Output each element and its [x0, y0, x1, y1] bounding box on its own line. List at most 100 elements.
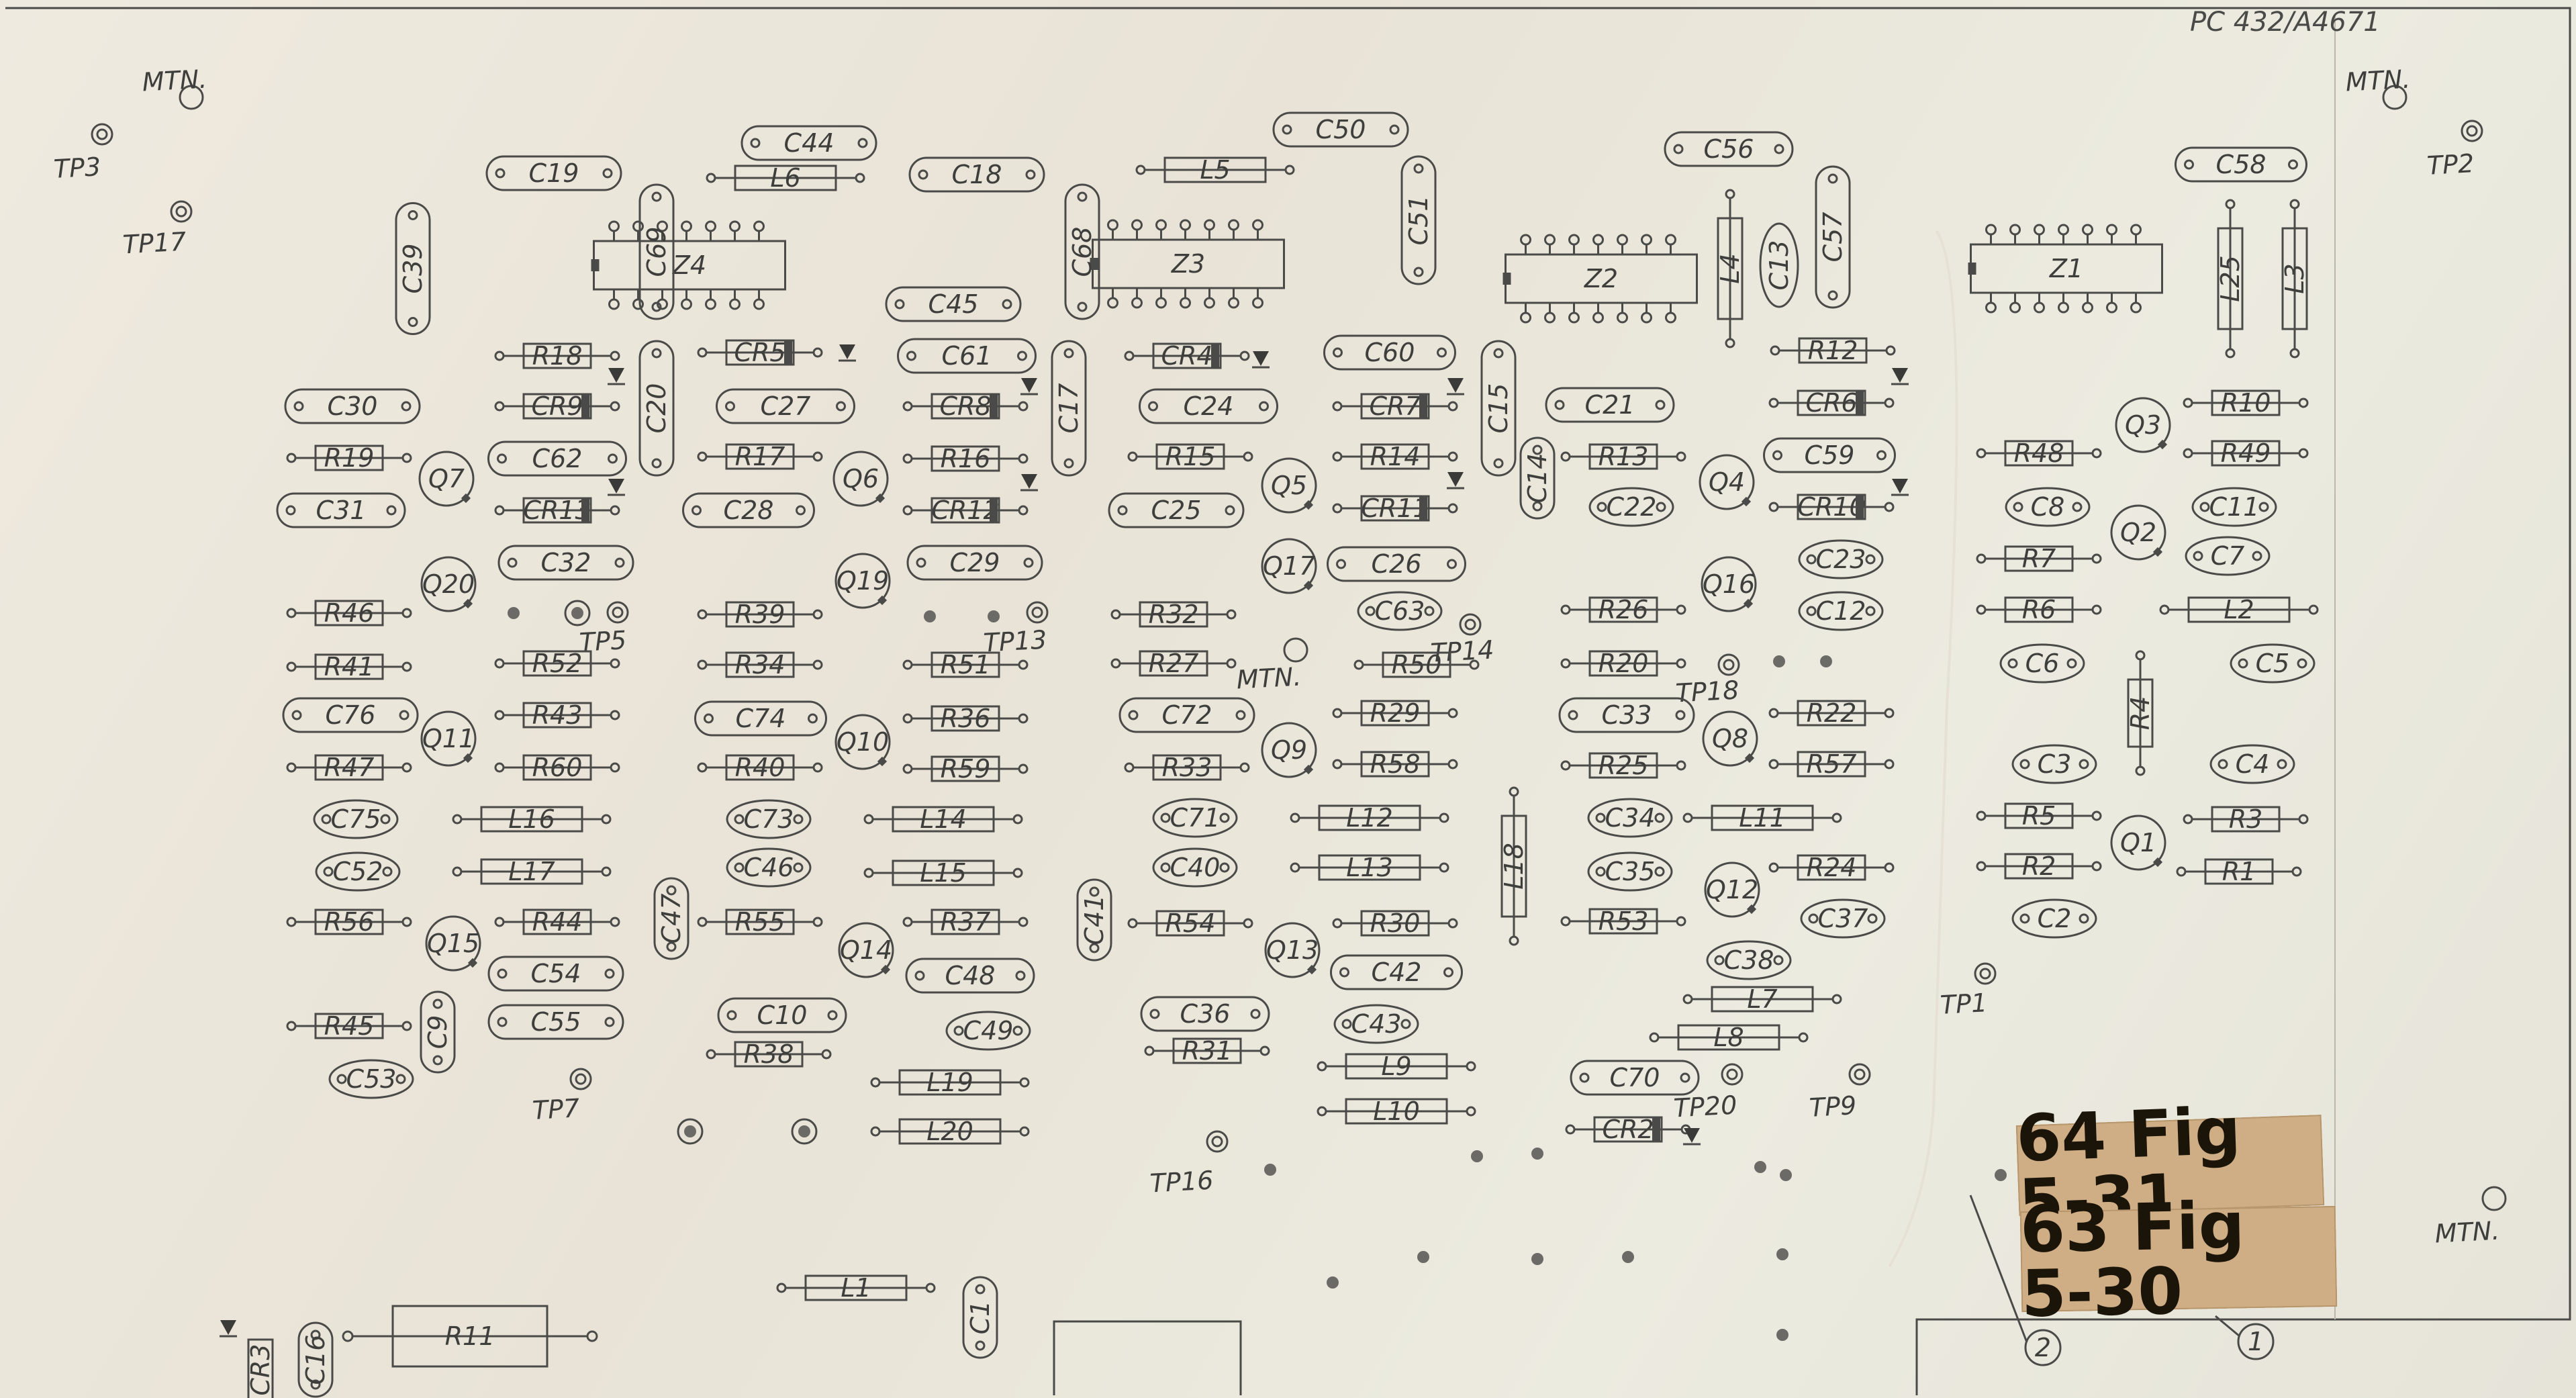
test-point: TP7	[532, 1068, 592, 1125]
diode-symbol-icon	[608, 368, 624, 383]
resistor-label: CR10	[1797, 492, 1865, 522]
capacitor-axial: C50	[1272, 111, 1409, 148]
drawing-number: PC 432/A4671	[2190, 7, 2381, 38]
capacitor-label: C50	[1316, 115, 1366, 144]
resistor-label: L12	[1346, 803, 1393, 833]
transistor-label: Q1	[2120, 828, 2156, 857]
resistor: R52	[494, 649, 620, 678]
transistor: Q6	[832, 451, 889, 507]
capacitor-label: C13	[1764, 240, 1794, 291]
transistor-label: Q13	[1266, 935, 1319, 965]
transistor-label: Q9	[1271, 735, 1307, 765]
resistor-label: CR13	[523, 496, 591, 525]
capacitor-axial: C25	[1108, 492, 1245, 528]
resistor-label: L10	[1373, 1097, 1420, 1126]
capacitor-axial: C16	[297, 1321, 334, 1398]
capacitor-label: C58	[2216, 150, 2267, 179]
capacitor-label: C62	[532, 444, 583, 473]
callout-number: 2	[2035, 1333, 2051, 1362]
resistor-label: R12	[1808, 336, 1858, 365]
resistor-label: L9	[1381, 1052, 1411, 1081]
resistor: R30	[1332, 908, 1458, 938]
test-point-label: TP20	[1673, 1090, 1738, 1123]
resistor: R16	[902, 444, 1029, 473]
capacitor-label: C41	[1080, 895, 1109, 945]
transistor: Q10	[834, 714, 891, 770]
capacitor-axial: C32	[497, 545, 634, 581]
capacitor-radial: C22	[1588, 487, 1674, 527]
resistor-label: R19	[324, 443, 375, 473]
capacitor-label: C76	[326, 700, 376, 730]
resistor-label: R22	[1807, 698, 1857, 728]
transistor: Q15	[425, 915, 481, 972]
resistor: R18	[494, 341, 620, 371]
resistor-label: R58	[1370, 749, 1421, 779]
resistor-label: L5	[1200, 155, 1230, 185]
test-point-label: TP18	[1675, 675, 1740, 708]
test-point: TP16	[1149, 1130, 1229, 1198]
capacitor-label: C28	[724, 496, 774, 525]
capacitor-axial: C70	[1570, 1060, 1700, 1096]
resistor: R50	[1353, 650, 1480, 680]
callout-number: 1	[2248, 1327, 2264, 1356]
resistor-label: R13	[1599, 442, 1649, 471]
resistor-label: L2	[2224, 595, 2254, 624]
capacitor-label: C30	[328, 391, 378, 421]
resistor-label: R15	[1165, 442, 1216, 471]
resistor-label: L8	[1713, 1023, 1744, 1052]
test-point: TP18	[1675, 653, 1740, 708]
resistor-label: R38	[744, 1039, 794, 1069]
resistor-label: R41	[324, 652, 375, 682]
capacitor-label: C18	[952, 160, 1002, 189]
resistor: R22	[1768, 698, 1895, 728]
capacitor-label: C49	[963, 1016, 1014, 1045]
resistor: R58	[1332, 749, 1458, 779]
resistor-label: R6	[2022, 595, 2056, 624]
capacitor-axial: C27	[716, 388, 855, 424]
capacitor-label: C39	[398, 244, 428, 294]
capacitor-radial: C73	[726, 799, 812, 839]
inductor: L11	[1682, 803, 1842, 833]
ic-package: Z1	[1968, 224, 2163, 314]
capacitor-radial: C7	[2185, 536, 2271, 576]
capacitor-label: C72	[1162, 700, 1212, 730]
capacitor-label: C2	[2038, 904, 2072, 933]
resistor-label: L7	[1747, 984, 1777, 1014]
resistor-label: R3	[2229, 804, 2263, 834]
capacitor-label: C45	[928, 289, 979, 319]
capacitor-axial: C18	[908, 156, 1045, 193]
board-outline	[5, 7, 2571, 1395]
capacitor-label: C51	[1404, 195, 1433, 246]
capacitor-label: C42	[1372, 958, 1422, 987]
resistor: R46	[286, 598, 412, 628]
capacitor-label: C43	[1351, 1009, 1402, 1039]
inductor-vertical: L4	[1715, 189, 1745, 348]
resistor-label: R17	[735, 442, 785, 471]
resistor-label: R24	[1807, 853, 1857, 882]
capacitor-axial: C58	[2175, 146, 2307, 183]
inductor: L14	[863, 804, 1023, 834]
capacitor-label: C20	[642, 383, 671, 434]
capacitor-label: C21	[1585, 390, 1635, 420]
resistor-label: R25	[1599, 751, 1649, 780]
capacitor-radial: C53	[328, 1059, 414, 1099]
resistor: R56	[286, 907, 412, 937]
capacitor-axial: C26	[1327, 546, 1466, 582]
resistor-label: R11	[445, 1321, 495, 1351]
capacitor-label: C38	[1724, 945, 1774, 975]
capacitor-label: C59	[1805, 440, 1855, 470]
diode-symbol-icon	[1684, 1128, 1700, 1143]
resistor: R36	[902, 704, 1029, 733]
transistor-label: Q7	[428, 464, 465, 494]
capacitor-axial: C1	[962, 1276, 998, 1359]
test-point: TP20	[1673, 1063, 1744, 1123]
transistor-label: Q8	[1712, 724, 1748, 753]
diode-symbol-icon	[839, 344, 855, 359]
transistor: Q11	[420, 710, 477, 767]
resistor-label: L13	[1346, 853, 1393, 882]
capacitor-label: C52	[333, 857, 383, 886]
resistor: R60	[494, 753, 620, 782]
capacitor-radial: C40	[1152, 847, 1238, 888]
resistor-label: CR6	[1805, 388, 1857, 418]
diode-symbol-icon	[1021, 378, 1037, 393]
